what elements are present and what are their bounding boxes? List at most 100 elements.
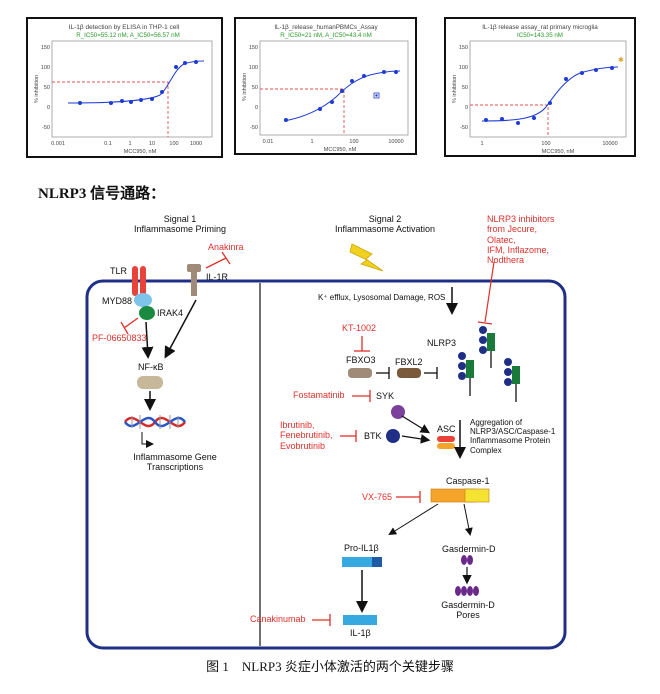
gasdermin-d-pores-icon <box>455 586 479 596</box>
chart-3-xtick: 1 <box>480 141 483 147</box>
inhibitors-line: IFM, Inflazome, <box>487 245 550 256</box>
nlrp3-inhibitor-bar <box>477 321 493 325</box>
arrow-btk-to-asc <box>401 434 431 444</box>
signal1-line1: Signal 1 <box>163 214 197 224</box>
signal2-line1: Signal 2 <box>368 214 402 224</box>
chart-1-ytick: 150 <box>41 45 50 51</box>
nlrp3-inhibitor-line <box>484 261 495 323</box>
chart-2-xtick: 1 <box>310 139 313 145</box>
il1r-receptor-icon <box>187 264 201 296</box>
chart-3-subtitle: IC50=143.35 nM <box>517 32 563 39</box>
anakinra-label: Anakinra <box>208 242 244 252</box>
chart-1-xtick: 1000 <box>190 141 202 147</box>
arrow-caspase-to-proil <box>388 503 439 536</box>
caspase1-icon <box>430 488 490 503</box>
myd88-label: MYD88 <box>102 296 133 306</box>
asc-icon <box>437 436 455 449</box>
dna-helix-icon <box>123 415 187 429</box>
efflux-label: K⁺ efflux, Lysosomal Damage, ROS <box>318 293 446 302</box>
gasdermin-d-pores-label: Gasdermin-D Pores <box>436 600 500 621</box>
pf-label: PF-06650833 <box>92 333 147 343</box>
chart-1-ytick: 0 <box>47 105 50 111</box>
kt1002-label: KT-1002 <box>342 323 377 333</box>
chart-3: IL-1β release assay_rat primary microgli… <box>452 24 627 155</box>
fbxo3-label: FBXO3 <box>346 355 376 365</box>
chart-1-title: IL-1β detection by ELISA in THP-1 cell <box>69 24 180 31</box>
arrow-syk-to-asc <box>401 415 431 434</box>
chart-1-xtick: 0.1 <box>104 141 112 147</box>
irak4-icon <box>139 306 155 320</box>
chart-2-ytick: -50 <box>250 125 258 131</box>
tlr-label: TLR <box>110 266 128 276</box>
signal2-title: Signal 2 Inflammasome Activation <box>330 214 440 235</box>
inhibitors-line: NLRP3 inhibitors <box>487 214 555 224</box>
section-heading: NLRP3 信号通路： <box>38 186 166 202</box>
anakinra-inhibition-line <box>205 251 231 269</box>
chart-1-subtitle: R_IC50=55.12 nM, A_IC50=56.57 nM <box>76 32 180 39</box>
pro-il1b-icon <box>342 557 382 567</box>
nlrp3-label: NLRP3 <box>427 338 457 348</box>
gene-line1: Inflammasome Gene <box>133 452 217 462</box>
cell-membrane <box>85 279 567 650</box>
signal2-line2: Inflammasome Activation <box>334 224 436 235</box>
chart-2-subtitle: R_IC50=21 nM, A_IC50=43.4 nM <box>280 32 372 39</box>
chart-2-ytick: 100 <box>249 65 258 71</box>
chart-2-ytick: 0 <box>255 105 258 111</box>
il1b-label: IL-1β <box>350 628 371 638</box>
inhibitors-line: Nodthera <box>487 255 525 266</box>
gasdermin-d-icon <box>461 555 473 565</box>
gene-transcription-label: Inflammasome Gene Transcriptions <box>120 452 230 473</box>
signal1-line2: Inflammasome Priming <box>133 224 227 235</box>
syk-icon <box>391 405 405 419</box>
vx765-label: VX-765 <box>362 492 393 502</box>
chart-1-xtick: 0.001 <box>51 141 65 147</box>
arrow-caspase-to-gsdmd <box>463 503 473 536</box>
agg-line: Aggregation of <box>470 418 523 427</box>
chart-panel-2: IL-1β_release_humanPBMCs_Assay R_IC50=21… <box>234 17 417 155</box>
nfkb-label: NF-κB <box>138 362 164 372</box>
canakinumab-label: Canakinumab <box>250 614 306 624</box>
chart-1-xlabel: MCC950, nM <box>124 149 157 155</box>
chart-3-ytick: 150 <box>459 45 468 51</box>
nlrp3-protein-icon <box>458 326 520 402</box>
arrow-irak4-to-nfkb <box>141 321 154 359</box>
chart-2-title: IL-1β_release_humanPBMCs_Assay <box>274 24 378 31</box>
fbxl2-icon <box>397 368 421 378</box>
btk-inh-line: Ibrutinib, <box>280 420 315 430</box>
chart-2-ytick: 50 <box>252 85 258 91</box>
syk-label: SYK <box>376 391 395 401</box>
arrow-il1r-to-nfkb <box>164 299 197 359</box>
inhibitors-line: from Jecure, <box>487 224 538 235</box>
asc-label: ASC <box>437 424 456 434</box>
fbxl2-label: FBXL2 <box>395 357 423 367</box>
pores-line2: Pores <box>456 610 480 621</box>
chart-3-title: IL-1β release assay_rat primary microgli… <box>482 24 598 31</box>
chart-3-ytick: 50 <box>462 85 468 91</box>
myd88-icon <box>134 293 152 307</box>
chart-1-ytick: 100 <box>41 65 50 71</box>
nfkb-icon <box>137 376 163 389</box>
chart-1-ytick: 50 <box>44 85 50 91</box>
chart-2-xtick: 0.01 <box>263 139 274 145</box>
chart-2: IL-1β_release_humanPBMCs_Assay R_IC50=21… <box>242 24 409 153</box>
chart-1: IL-1β detection by ELISA in THP-1 cell R… <box>34 24 213 155</box>
chart-panel-1: IL-1β detection by ELISA in THP-1 cell R… <box>26 17 223 158</box>
chart-2-xlabel: MCC950, nM <box>324 147 357 153</box>
gasdermin-d-label: Gasdermin-D <box>442 544 496 554</box>
chart-3-ytick: 0 <box>465 105 468 111</box>
fbxo3-icon <box>348 368 372 378</box>
chart-3-xtick: 10000 <box>602 141 617 147</box>
gene-line2: Transcriptions <box>146 462 204 473</box>
btk-inhibitors-label: Ibrutinib, Fenebrutinib, Evobrutinib <box>280 420 333 451</box>
chart-1-xtick: 100 <box>169 141 178 147</box>
pores-line1: Gasdermin-D <box>441 600 495 610</box>
chart-2-xtick: 10000 <box>388 139 403 145</box>
caspase1-label: Caspase-1 <box>446 476 490 486</box>
irak4-label: IRAK4 <box>157 308 184 318</box>
chart-3-ytick: -50 <box>460 125 468 131</box>
btk-inh-line: Fenebrutinib, <box>280 430 333 441</box>
chart-panel-3: IL-1β release assay_rat primary microgli… <box>444 17 636 157</box>
aggregation-label: Aggregation of NLRP3/ASC/Caspase-1 Infla… <box>470 418 555 455</box>
chart-2-xtick: 100 <box>349 139 358 145</box>
